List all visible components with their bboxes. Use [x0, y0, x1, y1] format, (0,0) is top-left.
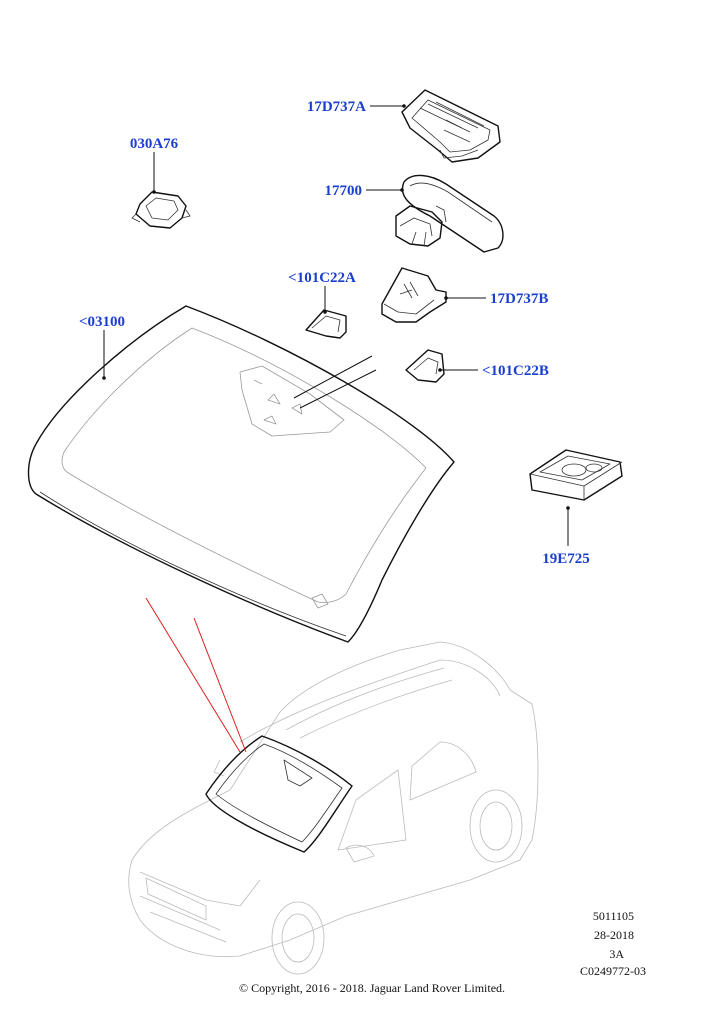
part-mirror	[395, 174, 504, 253]
callout-windscreen[interactable]: <03100	[79, 314, 125, 330]
callout-bracket-left[interactable]: <101C22A	[288, 270, 356, 286]
callout-sensor-cover[interactable]: 17D737A	[307, 99, 366, 115]
leader-lines	[102, 104, 570, 753]
info-line-1: 5011105	[593, 909, 634, 923]
callout-repair-kit[interactable]: 19E725	[542, 551, 590, 567]
callout-mirror[interactable]: 17700	[325, 183, 363, 199]
callout-bracket-right[interactable]: <101C22B	[482, 363, 549, 379]
info-line-4: C0249772-03	[580, 964, 646, 978]
part-rain-sensor	[131, 191, 191, 229]
part-camera-cover	[381, 267, 447, 323]
part-bracket-right	[405, 349, 445, 383]
vehicle-windscreen-highlight	[205, 735, 353, 853]
callout-rain-sensor[interactable]: 030A76	[130, 136, 179, 152]
part-repair-kit	[529, 449, 623, 501]
info-line-3: 3A	[609, 947, 624, 961]
info-line-2: 28-2018	[594, 928, 634, 942]
part-windscreen	[27, 305, 455, 643]
vehicle-outline	[128, 641, 539, 975]
copyright-text: © Copyright, 2016 - 2018. Jaguar Land Ro…	[239, 981, 505, 995]
part-bracket-left	[305, 309, 347, 339]
callout-camera-cover[interactable]: 17D737B	[490, 291, 548, 307]
part-sensor-cover	[401, 89, 501, 163]
